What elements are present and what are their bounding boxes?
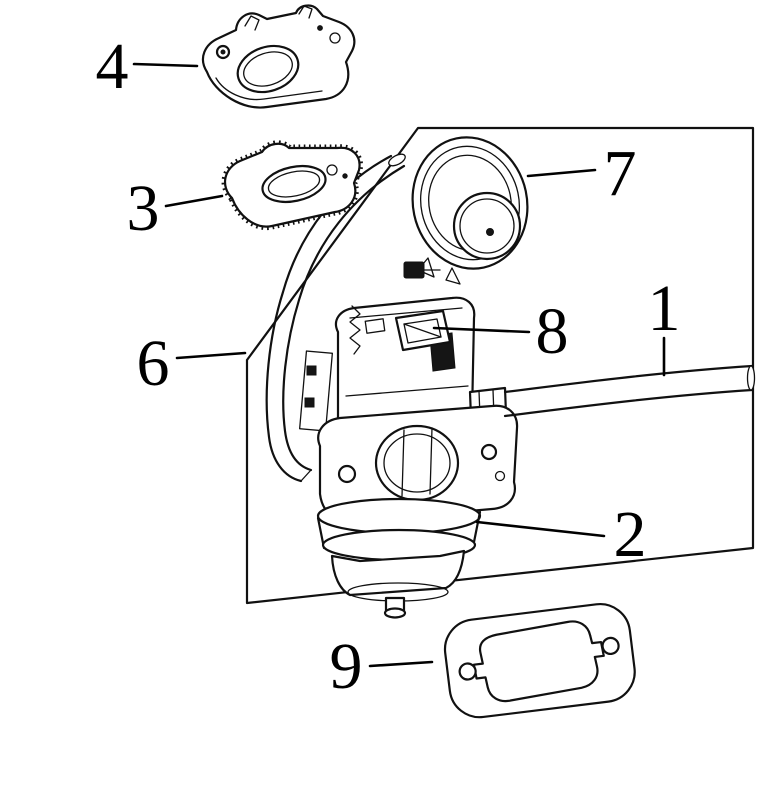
insulator-hole-right	[329, 32, 341, 44]
bore-slot-left	[401, 429, 405, 497]
leader-line-9	[368, 660, 434, 668]
flange-hole-small	[494, 470, 506, 482]
drain-bolt-tip	[383, 607, 407, 619]
insulator-clip-left	[244, 15, 260, 31]
gasket9-outline	[443, 603, 636, 719]
side-bolt-2	[304, 397, 315, 408]
bowl-top-ring	[316, 497, 482, 535]
side-bracket-plate	[299, 350, 333, 432]
gasket9-hole-left	[458, 662, 477, 681]
bowl-cup	[330, 549, 466, 597]
top-connector-block	[403, 261, 425, 279]
gasket-hole	[326, 164, 338, 176]
part-4-insulator-plate	[202, 4, 356, 109]
spring-coil	[349, 305, 361, 355]
hose-inner-curve	[282, 164, 406, 472]
hose-lower-join	[300, 469, 312, 482]
gasket9-opening	[472, 620, 605, 703]
leader-line-3	[164, 194, 224, 208]
part-label-9: 9	[330, 630, 363, 703]
part-label-4: 4	[96, 30, 129, 103]
leader-line-8	[432, 326, 531, 334]
throttle-bore-inner	[383, 433, 451, 493]
flange-hole-left	[337, 464, 357, 484]
insulator-clip-right	[298, 5, 313, 19]
part-8-bracket	[364, 309, 452, 352]
insulator-bolt-dot	[220, 49, 226, 55]
callouts: 4 3 6 7 8 1 2 9	[96, 30, 681, 703]
pipe-top-line	[503, 364, 754, 394]
cap-center-dot	[486, 228, 494, 236]
gasket-dot	[342, 173, 348, 179]
part-label-6: 6	[137, 327, 170, 400]
bowl-side-right	[472, 510, 482, 544]
leader-line-4	[132, 62, 199, 68]
part-label-8: 8	[536, 295, 569, 368]
part-3-gasket	[221, 140, 364, 231]
upper-body-mid	[345, 385, 469, 397]
throttle-bore-outer	[374, 424, 460, 502]
part-label-2: 2	[614, 498, 647, 571]
part-label-7: 7	[604, 137, 637, 210]
cap-tab-right	[445, 267, 461, 285]
side-bolt-1	[306, 365, 317, 376]
cap-face-ring	[459, 198, 515, 254]
upper-body-edge	[349, 307, 463, 319]
pipe-bottom-line	[503, 388, 754, 418]
bracket-diagonal	[403, 323, 442, 338]
insulator-thickness-line	[215, 77, 323, 101]
boundary-outline	[245, 126, 755, 605]
part-label-3: 3	[127, 172, 160, 245]
hose-end-cap	[388, 153, 406, 167]
flange-hole-right	[480, 443, 498, 461]
insulator-small-dot	[317, 25, 323, 31]
part-9-flange-gasket	[443, 603, 636, 719]
gasket9-hole-right	[601, 636, 620, 656]
pipe-end	[746, 365, 756, 391]
part-7-choke-cap	[411, 136, 529, 285]
insulator-port-outer	[236, 44, 300, 94]
insulator-port-inner	[243, 51, 293, 87]
gasket-port-inner	[267, 170, 321, 198]
leader-line-2	[475, 520, 606, 538]
leader-line-7	[526, 168, 597, 178]
bore-slot-right	[429, 427, 433, 495]
gasket-port-outer	[261, 164, 327, 204]
cap-face	[452, 191, 522, 261]
part-label-1: 1	[648, 272, 681, 345]
part-1-fuel-pipe	[503, 364, 756, 418]
bracket-side-piece	[364, 318, 386, 334]
leader-line-6	[175, 351, 247, 360]
assembly-boundary	[245, 126, 755, 605]
